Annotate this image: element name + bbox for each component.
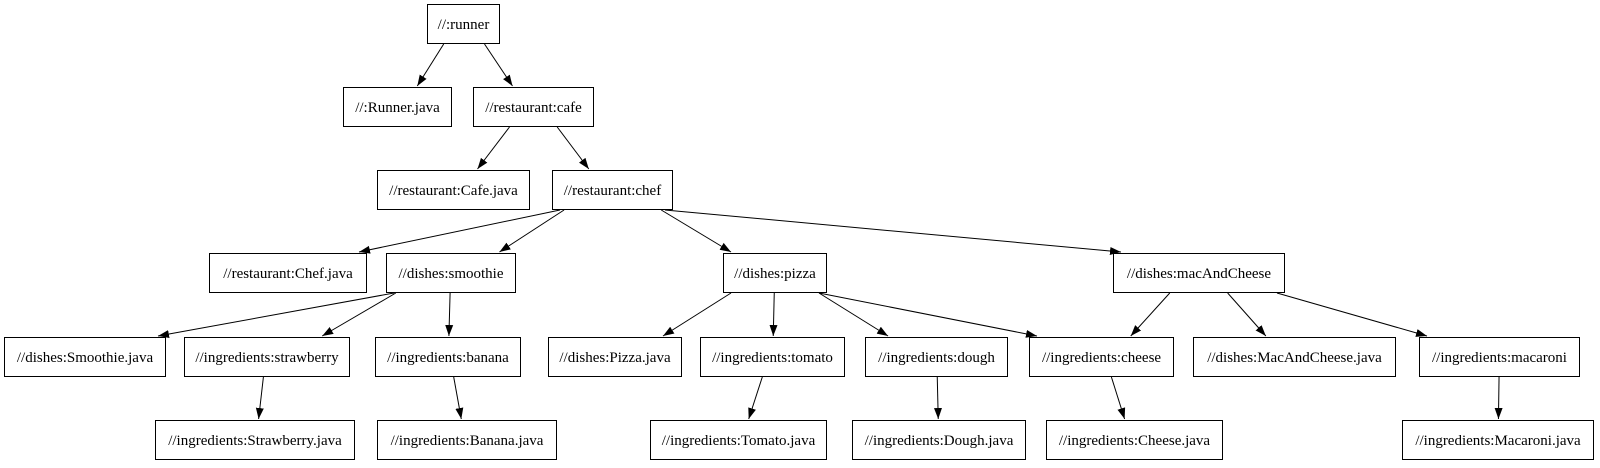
graph-node-dough: //ingredients:dough [865, 337, 1008, 377]
graph-node-tomato-java: //ingredients:Tomato.java [650, 420, 827, 460]
graph-node-banana-java: //ingredients:Banana.java [377, 420, 557, 460]
graph-node-smoothie: //dishes:smoothie [386, 253, 516, 293]
graph-edge-chef-to-macandcheese [664, 209, 1122, 255]
graph-edge-pizza-to-tomato [769, 292, 778, 337]
graph-edge-macandcheese-to-macaroni [1276, 292, 1428, 337]
graph-node-pizza: //dishes:pizza [723, 253, 827, 293]
graph-edge-macandcheese-to-cheese [1130, 292, 1171, 337]
graph-node-chef-java: //restaurant:Chef.java [209, 253, 367, 293]
graph-node-macandcheese-java: //dishes:MacAndCheese.java [1193, 337, 1396, 377]
graph-node-dough-java: //ingredients:Dough.java [852, 420, 1026, 460]
graph-node-runner: //:runner [427, 4, 500, 44]
graph-node-runner-java: //:Runner.java [343, 87, 452, 127]
graph-edge-chef-to-chef-java [358, 209, 561, 254]
graph-node-cheese: //ingredients:cheese [1029, 337, 1174, 377]
graph-edge-pizza-to-pizza-java [662, 292, 732, 337]
graph-edge-dough-to-dough-java [933, 376, 942, 420]
graph-node-macandcheese: //dishes:macAndCheese [1113, 253, 1285, 293]
graph-node-tomato: //ingredients:tomato [700, 337, 845, 377]
graph-edge-macaroni-to-macaroni-java [1494, 376, 1503, 420]
graph-node-cheese-java: //ingredients:Cheese.java [1046, 420, 1223, 460]
graph-node-cafe: //restaurant:cafe [473, 87, 594, 127]
graph-edge-pizza-to-cheese [818, 292, 1038, 338]
graph-edge-strawberry-to-strawberry-java [255, 376, 264, 420]
graph-edge-smoothie-to-strawberry [321, 292, 397, 337]
graph-edge-banana-to-banana-java [453, 376, 464, 420]
graph-node-cafe-java: //restaurant:Cafe.java [377, 170, 530, 210]
graph-node-pizza-java: //dishes:Pizza.java [548, 337, 682, 377]
graph-edge-runner-to-cafe [484, 43, 513, 87]
graph-edge-smoothie-to-banana [445, 292, 454, 337]
graph-node-macaroni-java: //ingredients:Macaroni.java [1402, 420, 1594, 460]
graph-edge-cheese-to-cheese-java [1110, 376, 1126, 420]
graph-node-strawberry: //ingredients:strawberry [184, 337, 350, 377]
graph-node-macaroni: //ingredients:macaroni [1419, 337, 1580, 377]
graph-edge-cafe-to-cafe-java [477, 126, 510, 170]
graph-edge-runner-to-runner-java [416, 43, 445, 87]
graph-edge-cafe-to-chef [556, 126, 590, 170]
graph-node-strawberry-java: //ingredients:Strawberry.java [155, 420, 355, 460]
graph-edge-chef-to-pizza [660, 209, 732, 253]
graph-edge-tomato-to-tomato-java [748, 376, 763, 420]
graph-edge-chef-to-smoothie [499, 209, 565, 253]
graph-node-smoothie-java: //dishes:Smoothie.java [4, 337, 166, 377]
graph-edge-macandcheese-to-macandcheese-java [1227, 292, 1267, 337]
graph-node-banana: //ingredients:banana [375, 337, 521, 377]
graph-node-chef: //restaurant:chef [552, 170, 673, 210]
graph-edge-smoothie-to-smoothie-java [157, 292, 395, 338]
graph-edge-pizza-to-dough [818, 292, 889, 337]
